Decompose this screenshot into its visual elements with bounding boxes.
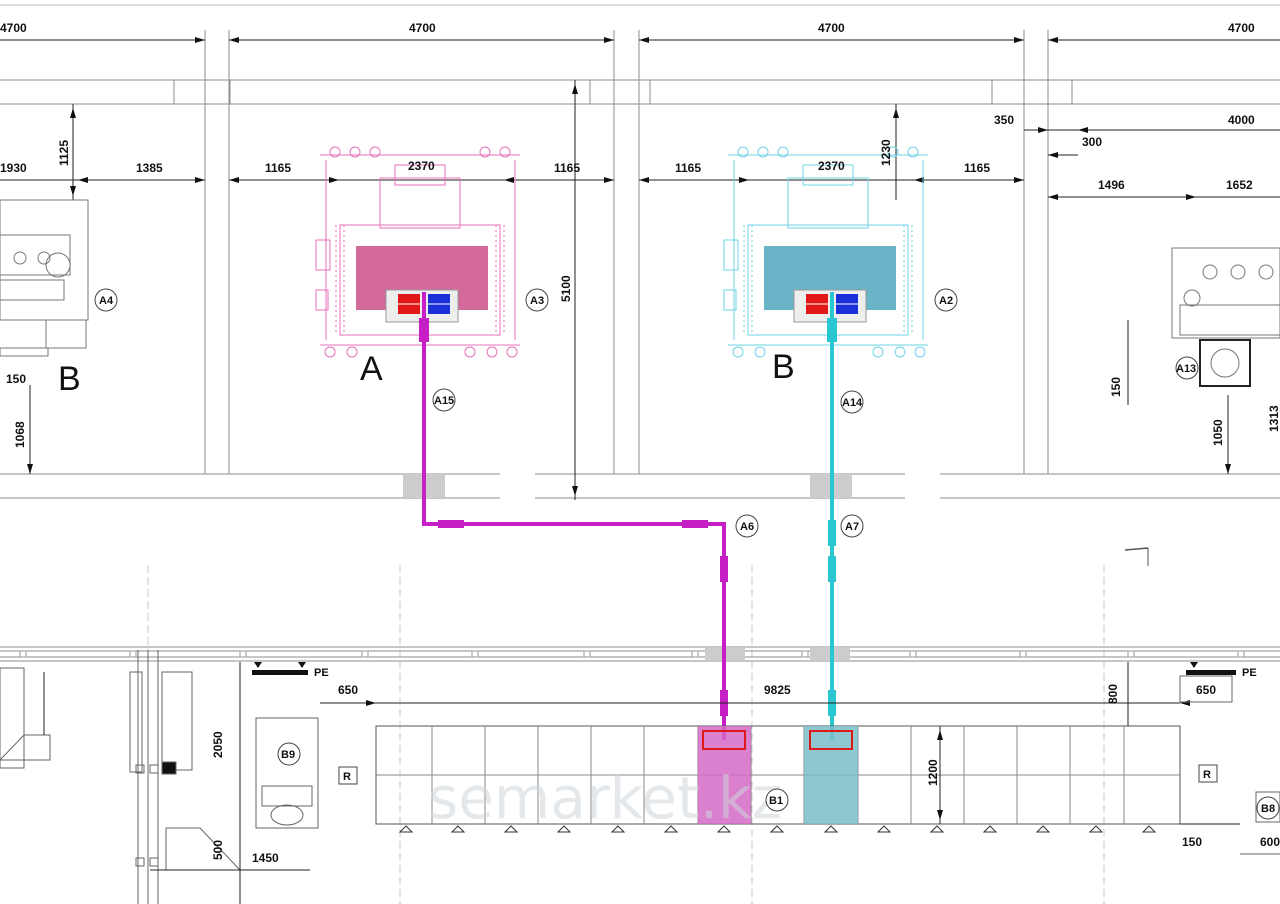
dim-300: 300 — [1082, 135, 1102, 149]
tag-a4: A4 — [99, 295, 114, 307]
transformer-a-letter: A — [360, 350, 383, 388]
tag-b9: B9 — [281, 749, 295, 761]
dim-500: 500 — [211, 840, 225, 860]
r-label-right: R — [1203, 769, 1211, 781]
cable-route-a — [422, 292, 726, 740]
panel-b1-a — [698, 726, 751, 824]
wall-penetrations — [403, 474, 852, 661]
dim-top-left: 4700 — [0, 21, 27, 35]
dim-top-mid-a: 4700 — [409, 21, 436, 35]
pe-bars — [252, 662, 1236, 675]
transformer-b-letter: B — [772, 348, 795, 386]
tag-a7: A7 — [845, 521, 859, 533]
dim-600: 600 — [1260, 835, 1280, 849]
pe-label-left: PE — [314, 667, 329, 679]
tag-b1: B1 — [769, 795, 783, 807]
dimension-labels: 4700 4700 4700 4700 1930 1385 1165 2370 … — [0, 21, 1280, 865]
transformer-a — [315, 146, 520, 358]
dim-b-width: 2370 — [818, 159, 845, 173]
dim-1050: 1050 — [1211, 419, 1225, 446]
r-label-left: R — [343, 771, 351, 783]
dim-650-right: 650 — [1196, 683, 1216, 697]
tag-a14: A14 — [842, 397, 863, 409]
dim-1068: 1068 — [13, 421, 27, 448]
left-transformer — [0, 199, 89, 357]
dim-650-left: 650 — [338, 683, 358, 697]
dim-1385: 1385 — [136, 161, 163, 175]
tag-a13: A13 — [1176, 363, 1196, 375]
watermark: semarket.kz — [428, 764, 782, 832]
dim-2050: 2050 — [211, 731, 225, 758]
dim-800: 800 — [1106, 684, 1120, 704]
right-transformer — [1171, 247, 1280, 387]
dim-1313: 1313 — [1267, 405, 1280, 432]
dim-1230: 1230 — [879, 139, 893, 166]
lower-left-equipment — [0, 650, 319, 904]
cable-route-a-joints — [419, 318, 728, 716]
tag-b8: B8 — [1261, 803, 1275, 815]
dim-a-right: 1165 — [554, 161, 580, 175]
dim-4000: 4000 — [1228, 113, 1255, 127]
left-b-letter: B — [58, 360, 81, 398]
section-letters: A B B — [58, 348, 795, 398]
dim-top-mid-b: 4700 — [818, 21, 845, 35]
pe-label-right: PE — [1242, 667, 1257, 679]
dim-top-right: 4700 — [1228, 21, 1255, 35]
dim-b-left: 1165 — [675, 161, 701, 175]
dim-1200: 1200 — [926, 759, 940, 786]
lower-right-equipment — [1179, 675, 1280, 855]
top-dimensions — [0, 37, 1280, 500]
tag-a15: A15 — [434, 395, 454, 407]
pe-r-labels: PE PE R R — [314, 667, 1257, 785]
dim-a-left: 1165 — [265, 161, 291, 175]
tag-a6: A6 — [740, 521, 754, 533]
dim-a-width: 2370 — [408, 159, 435, 173]
dim-5100: 5100 — [559, 275, 573, 302]
dim-9825: 9825 — [764, 683, 791, 697]
equipment-tags: A3 A2 A4 A15 A14 A6 A7 A13 B9 B1 B8 — [94, 288, 1280, 820]
switchgear-row — [320, 662, 1240, 833]
tag-a2: A2 — [939, 295, 953, 307]
panel-b1-b — [804, 726, 858, 824]
transformer-b — [723, 146, 928, 358]
dim-350: 350 — [994, 113, 1014, 127]
dim-150-bottom: 150 — [1182, 835, 1202, 849]
dim-1450: 1450 — [252, 851, 279, 865]
dim-1125: 1125 — [57, 140, 71, 166]
dim-1496: 1496 — [1098, 178, 1125, 192]
dim-150-right: 150 — [1109, 377, 1123, 397]
tag-a3: A3 — [530, 295, 544, 307]
dim-b-right: 1165 — [964, 161, 990, 175]
dim-1930: 1930 — [0, 161, 27, 175]
dim-150-left: 150 — [6, 372, 26, 386]
dim-1652: 1652 — [1226, 178, 1253, 192]
